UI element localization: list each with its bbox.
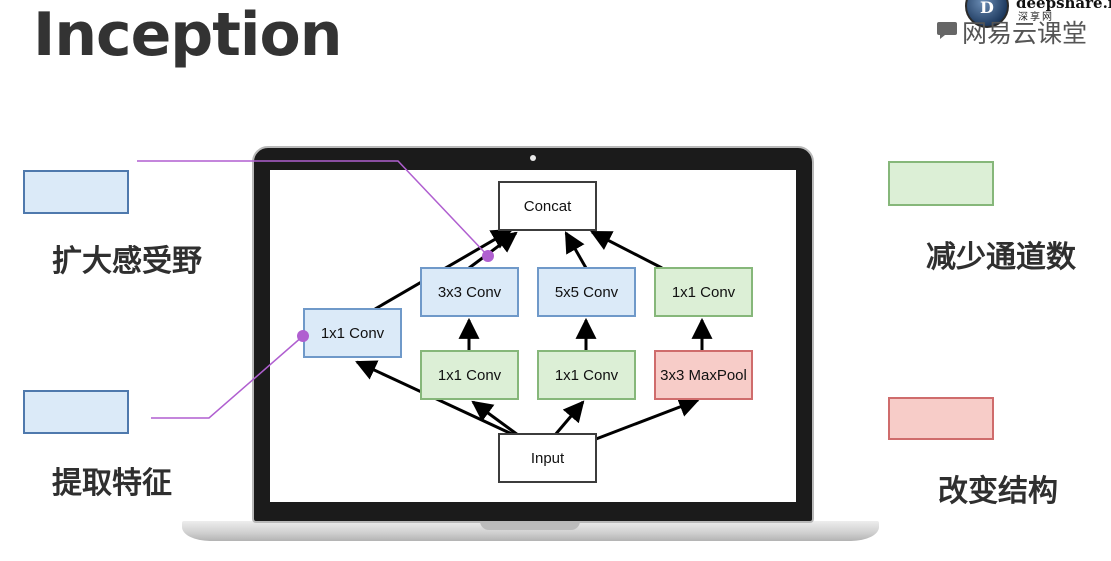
node-b3-conv1x1: 1x1 Conv bbox=[537, 350, 636, 400]
legend-box-blue-top bbox=[23, 170, 129, 214]
legend-label-expand-receptive-field: 扩大感受野 bbox=[52, 244, 202, 279]
legend-box-red bbox=[888, 397, 994, 440]
arrow-b2-top-to-concat bbox=[468, 231, 518, 270]
chat-bubble-icon bbox=[937, 22, 957, 39]
legend-label-reduce-channels: 减少通道数 bbox=[926, 240, 1076, 275]
arrow-b3-top-to-concat bbox=[564, 231, 588, 269]
logo-badge-letter: D bbox=[980, 0, 994, 17]
page-title: Inception bbox=[33, 0, 342, 70]
node-b1-conv1x1: 1x1 Conv bbox=[303, 308, 402, 358]
node-b4-conv1x1: 1x1 Conv bbox=[654, 267, 753, 317]
node-b3-conv5x5: 5x5 Conv bbox=[537, 267, 636, 317]
arrow-input-to-b4-bottom bbox=[595, 396, 700, 441]
callout-line-receptive-field bbox=[137, 160, 489, 257]
node-concat: Concat bbox=[498, 181, 597, 231]
legend-box-green bbox=[888, 161, 994, 206]
laptop-notch bbox=[480, 521, 580, 530]
laptop-camera bbox=[530, 155, 536, 161]
arrow-input-to-b3-bottom bbox=[553, 400, 585, 436]
legend-box-blue-bottom bbox=[23, 390, 129, 434]
legend-label-change-structure: 改变结构 bbox=[938, 474, 1058, 509]
node-input: Input bbox=[498, 433, 597, 483]
node-b2-conv1x1: 1x1 Conv bbox=[420, 350, 519, 400]
callout-dot-receptive-field bbox=[482, 250, 494, 262]
arrow-input-to-b2-bottom bbox=[471, 400, 519, 437]
callout-line-extract-features bbox=[151, 335, 304, 419]
logo-site-name: deepshare.net bbox=[1016, 0, 1111, 12]
arrow-b4-top-to-concat bbox=[590, 230, 663, 270]
callout-dot-extract-features bbox=[297, 330, 309, 342]
netease-cloud-classroom-logo: 网易云课堂 bbox=[962, 19, 1088, 48]
node-b4-maxpool3x3: 3x3 MaxPool bbox=[654, 350, 753, 400]
node-b2-conv3x3: 3x3 Conv bbox=[420, 267, 519, 317]
legend-label-extract-features: 提取特征 bbox=[52, 466, 172, 501]
laptop-base bbox=[182, 521, 879, 541]
logo-site-subtitle: 深享网 bbox=[1018, 12, 1054, 23]
